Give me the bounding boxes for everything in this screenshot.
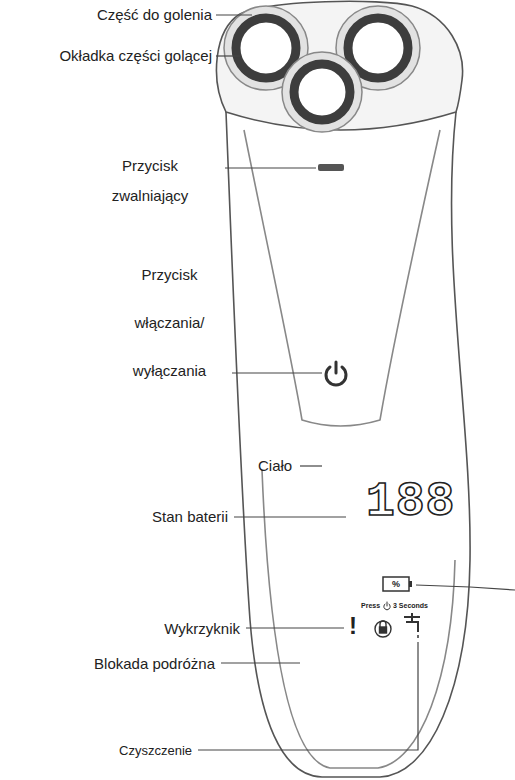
hint-text: 3 Seconds <box>393 601 428 610</box>
body-panel-line <box>244 130 440 426</box>
leader-lines <box>198 15 515 750</box>
part-label: Stan baterii <box>152 507 228 526</box>
warning-symbol: ! <box>349 613 357 639</box>
battery-percent: % <box>383 578 409 590</box>
part-label: Ciało <box>258 456 292 475</box>
part-label: Czyszczenie <box>119 743 192 759</box>
small-power-icon <box>384 602 390 610</box>
part-label: Blokada podróżna <box>94 654 215 673</box>
head-cover <box>217 1 463 130</box>
power-icon <box>326 362 346 385</box>
part-label: Część do golenia <box>97 5 212 24</box>
cleaning-icon <box>404 613 420 638</box>
body-inner-line <box>262 470 455 768</box>
part-label: Przycisk zwalniający <box>95 151 205 211</box>
part-label: Wykrzyknik <box>164 619 240 638</box>
part-label: Przycisk włączania/ wyłączania <box>112 251 227 395</box>
hint-text: Press <box>361 601 380 610</box>
travel-lock-icon <box>375 621 391 637</box>
shaving-heads <box>224 6 420 132</box>
shaver-body <box>226 112 470 777</box>
battery-icon <box>383 577 412 591</box>
release-button <box>318 164 344 171</box>
display-digits: 188 <box>366 478 455 526</box>
part-label: Okładka części golącej <box>59 46 212 65</box>
